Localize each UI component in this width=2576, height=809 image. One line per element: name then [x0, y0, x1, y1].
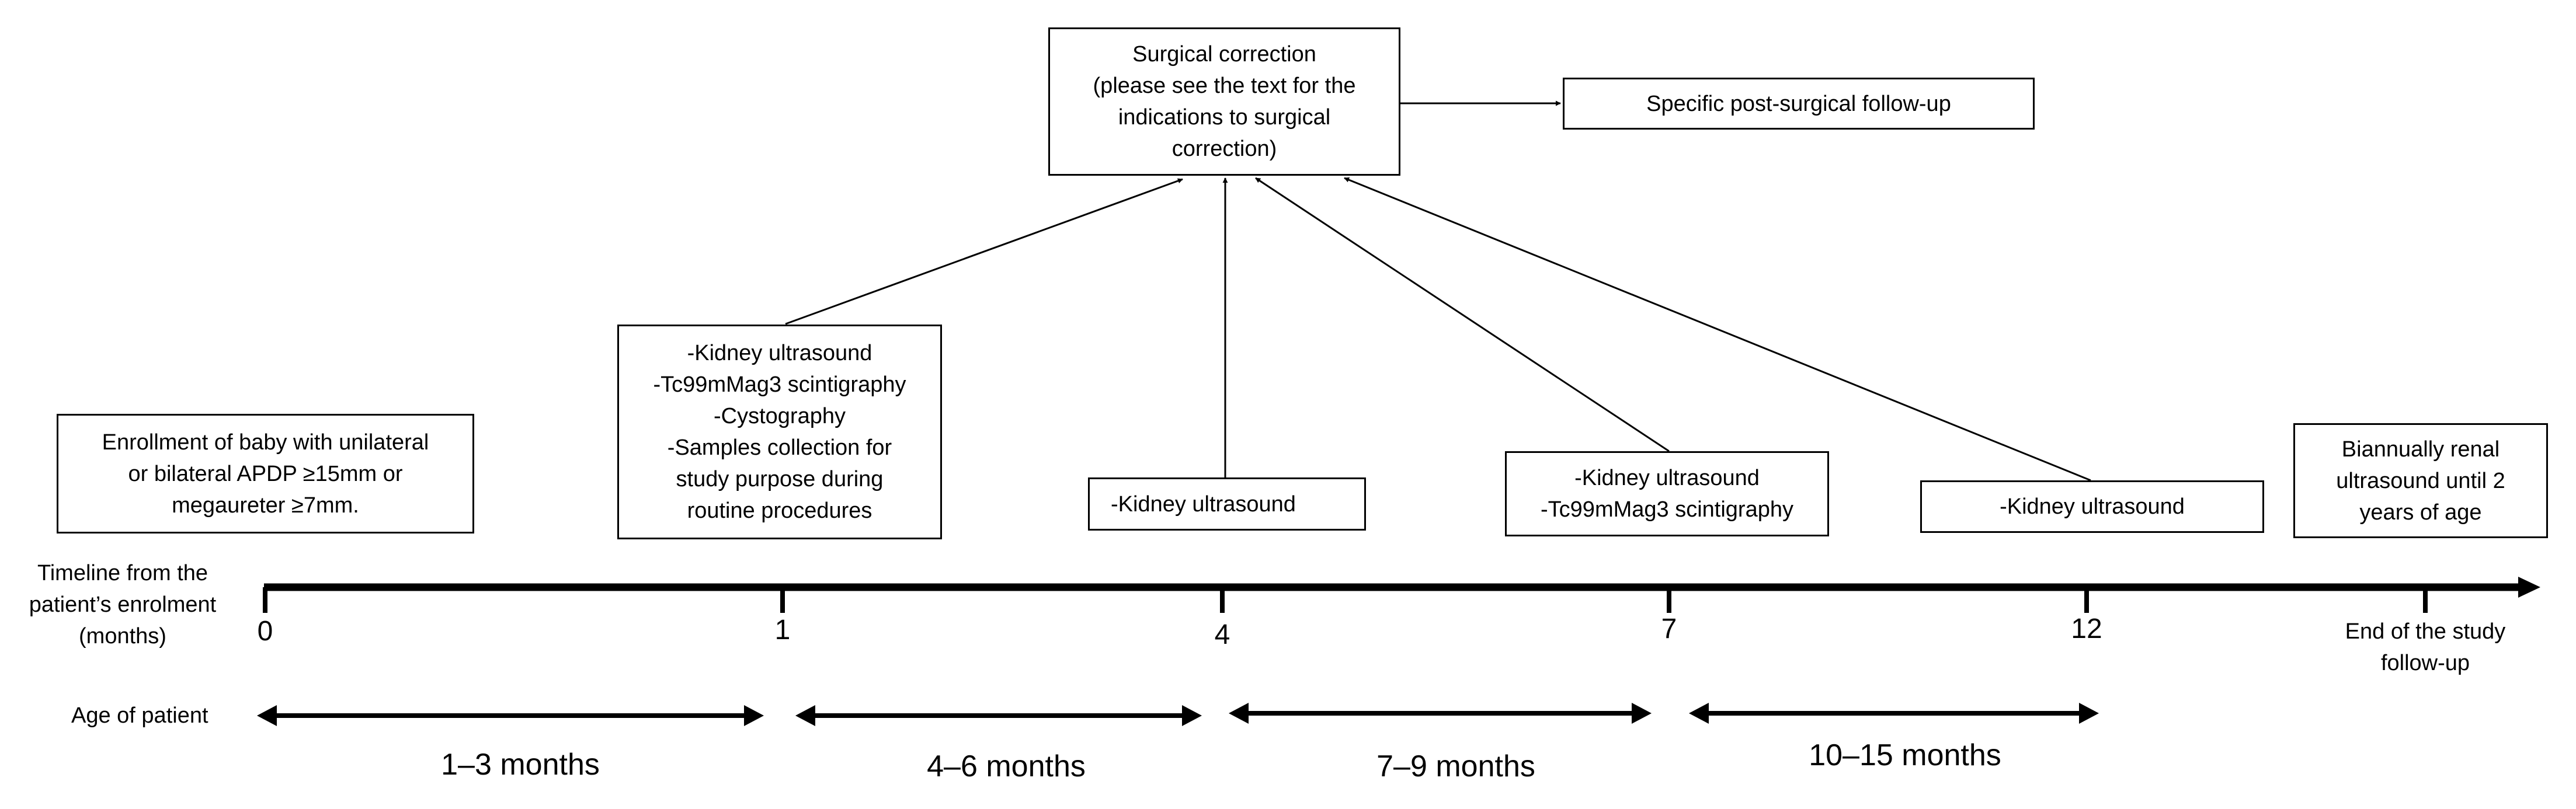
tick-label-7: 7 [1661, 613, 1677, 644]
arrow-month12-to-surgery [1344, 177, 2091, 482]
surgical-line-3: indications to surgical [1118, 105, 1331, 130]
month7-line-1: -Kidney ultrasound [1574, 466, 1760, 490]
enrollment-line-3: megaureter ≥7mm. [172, 493, 359, 518]
age-range-1-3-label: 1–3 months [441, 748, 600, 782]
timeline-label: Timeline from the patient’s enrolment (m… [23, 557, 222, 652]
end-box-line-1: Biannually renal [2341, 437, 2500, 462]
arrow-month7-to-surgery [1255, 177, 1670, 452]
month12-label: -Kidney ultrasound [2000, 494, 2185, 519]
enrollment-line-2: or bilateral APDP ≥15mm or [128, 461, 403, 486]
surgical-correction-box: Surgical correction (please see the text… [1048, 27, 1400, 176]
month1-line-2: -Tc99mMag3 scintigraphy [653, 372, 906, 397]
end-of-study-label: End of the study follow-up [2326, 616, 2525, 679]
tick-label-4: 4 [1214, 619, 1230, 650]
post-surgical-label: Specific post-surgical follow-up [1646, 91, 1951, 116]
age-of-patient-label: Age of patient [71, 703, 208, 728]
age-range-10-15-label: 10–15 months [1809, 738, 2001, 772]
month4-label: -Kidney ultrasound [1111, 491, 1296, 517]
age-range-arrow-7-9 [1229, 703, 1652, 724]
month1-line-3: -Cystography [714, 404, 846, 428]
month1-line-4: -Samples collection for [667, 435, 892, 460]
month-4-procedures-box: -Kidney ultrasound [1088, 477, 1366, 531]
age-range-arrow-4-6 [795, 705, 1202, 726]
age-range-7-9-label: 7–9 months [1376, 749, 1535, 783]
month1-line-1: -Kidney ultrasound [687, 341, 872, 365]
age-range-arrow-10-15 [1689, 703, 2099, 724]
timeline-label-line-1: Timeline from the [37, 561, 208, 585]
age-range-4-6-label: 4–6 months [927, 749, 1086, 783]
tick-label-0: 0 [257, 616, 273, 647]
end-of-study-box: Biannually renal ultrasound until 2 year… [2293, 423, 2548, 538]
tick-label-12: 12 [2071, 613, 2102, 644]
end-label-line-1: End of the study [2345, 619, 2506, 644]
timeline-label-line-2: patient’s enrolment [29, 592, 217, 617]
post-surgical-followup-box: Specific post-surgical follow-up [1563, 78, 2035, 130]
surgical-line-1: Surgical correction [1132, 42, 1316, 67]
enrollment-box: Enrollment of baby with unilateral or bi… [57, 414, 474, 533]
surgical-line-4: correction) [1171, 137, 1277, 161]
end-box-line-3: years of age [2359, 500, 2482, 525]
timeline-arrowhead [2518, 577, 2540, 598]
month1-line-6: routine procedures [687, 498, 872, 523]
enrollment-line-1: Enrollment of baby with unilateral [102, 430, 429, 455]
surgical-line-2: (please see the text for the [1093, 74, 1356, 98]
arrow-month1-to-surgery [785, 178, 1183, 325]
end-box-line-2: ultrasound until 2 [2336, 468, 2505, 493]
month7-line-2: -Tc99mMag3 scintigraphy [1541, 497, 1793, 522]
end-label-line-2: follow-up [2380, 651, 2470, 675]
timeline-label-line-3: (months) [79, 624, 166, 648]
month-12-procedures-box: -Kidney ultrasound [1920, 480, 2264, 533]
month-7-procedures-box: -Kidney ultrasound -Tc99mMag3 scintigrap… [1505, 451, 1829, 536]
month1-line-5: study purpose during [676, 467, 884, 491]
month-1-procedures-box: -Kidney ultrasound -Tc99mMag3 scintigrap… [617, 325, 942, 539]
tick-label-1: 1 [774, 615, 791, 646]
age-range-arrow-1-3 [257, 705, 764, 726]
